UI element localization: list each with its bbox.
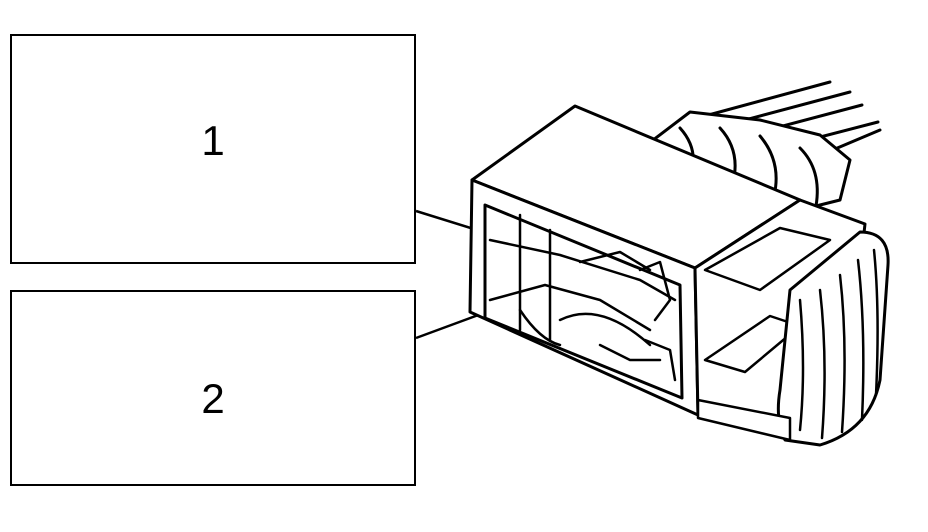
cavity-details: [488, 213, 677, 382]
callout-box-1: 1: [10, 34, 416, 264]
housing-cavity: [483, 203, 684, 400]
connector-housing: [468, 80, 890, 447]
end-cap-ribs: [798, 248, 879, 440]
side-latch: [703, 226, 832, 292]
housing-bottom-edge: [696, 398, 792, 442]
callout-box-2: 2: [10, 290, 416, 486]
callout-number-1: 1: [201, 117, 225, 164]
callout-number-2: 2: [201, 375, 225, 422]
